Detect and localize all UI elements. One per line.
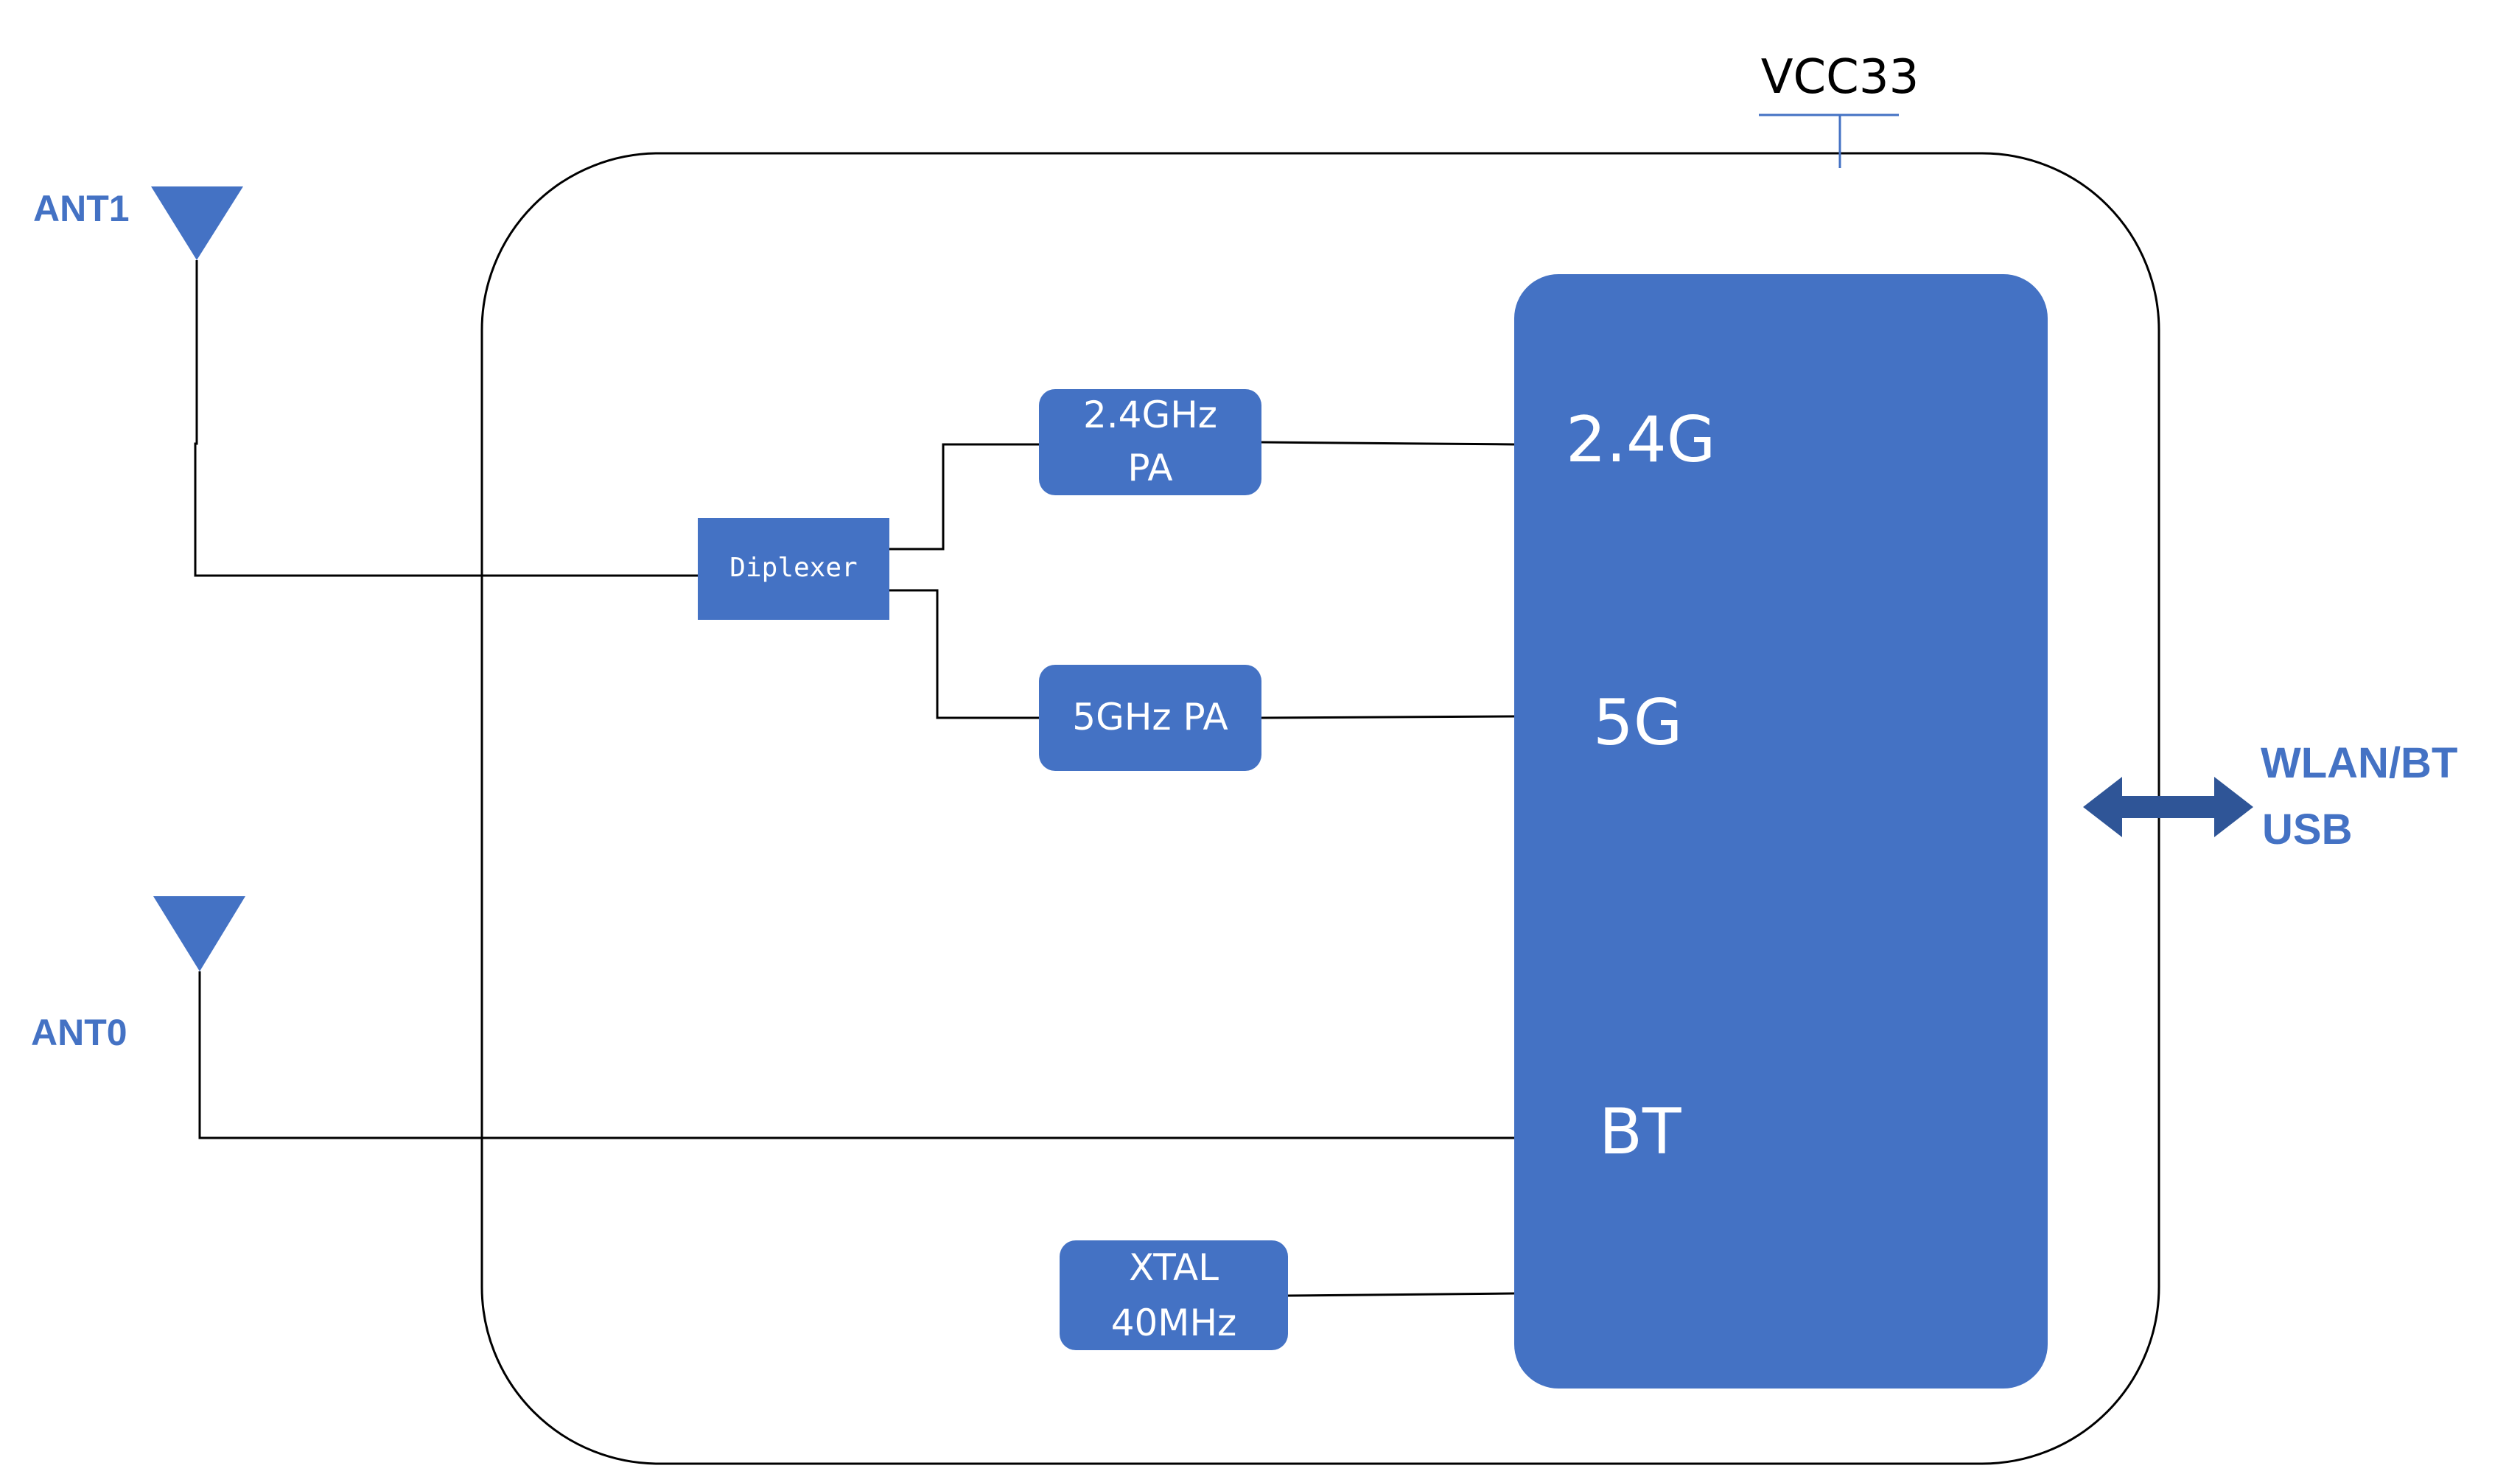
pa-2-4ghz-label-line2: PA [1127,447,1172,489]
pa-2-4ghz-to-chip-wire [1261,441,1515,446]
vcc-label: VCC33 [1761,50,1919,105]
pa-2-4ghz-block [1039,389,1261,495]
diplexer-to-5pa-wire [889,589,1039,719]
chip-port-2-4g: 2.4G [1566,403,1715,477]
xtal-label-line2: 40MHz [1111,1302,1237,1344]
chip-port-5g: 5G [1593,686,1682,760]
pa-5ghz-label: 5GHz PA [1072,696,1228,738]
diplexer-block [698,518,889,620]
antenna-triangle-icon [151,186,243,260]
wifi-bt-chip [1514,274,2048,1389]
pa-2-4ghz-label-line1: 2.4GHz [1083,394,1217,436]
ant1-wire [194,260,698,577]
diplexer-label: Diplexer [729,553,857,583]
ant1-label: ANT1 [33,188,130,229]
double-arrow-icon [2083,777,2253,837]
interface-label-line2: USB [2262,806,2352,853]
interface-label-line1: WLAN/BT [2261,739,2457,787]
pa-5ghz-block [1039,665,1261,771]
ant0-wire [198,971,1514,1139]
chip-port-bt: BT [1599,1095,1681,1169]
antenna-triangle-icon [153,896,245,971]
ant0-label: ANT0 [31,1012,127,1053]
diplexer-to-24pa-wire [889,443,1039,551]
pa-5ghz-to-chip-wire [1261,715,1515,719]
xtal-label-line1: XTAL [1129,1246,1219,1289]
xtal-block [1060,1240,1288,1350]
xtal-to-chip-wire [1287,1292,1515,1297]
